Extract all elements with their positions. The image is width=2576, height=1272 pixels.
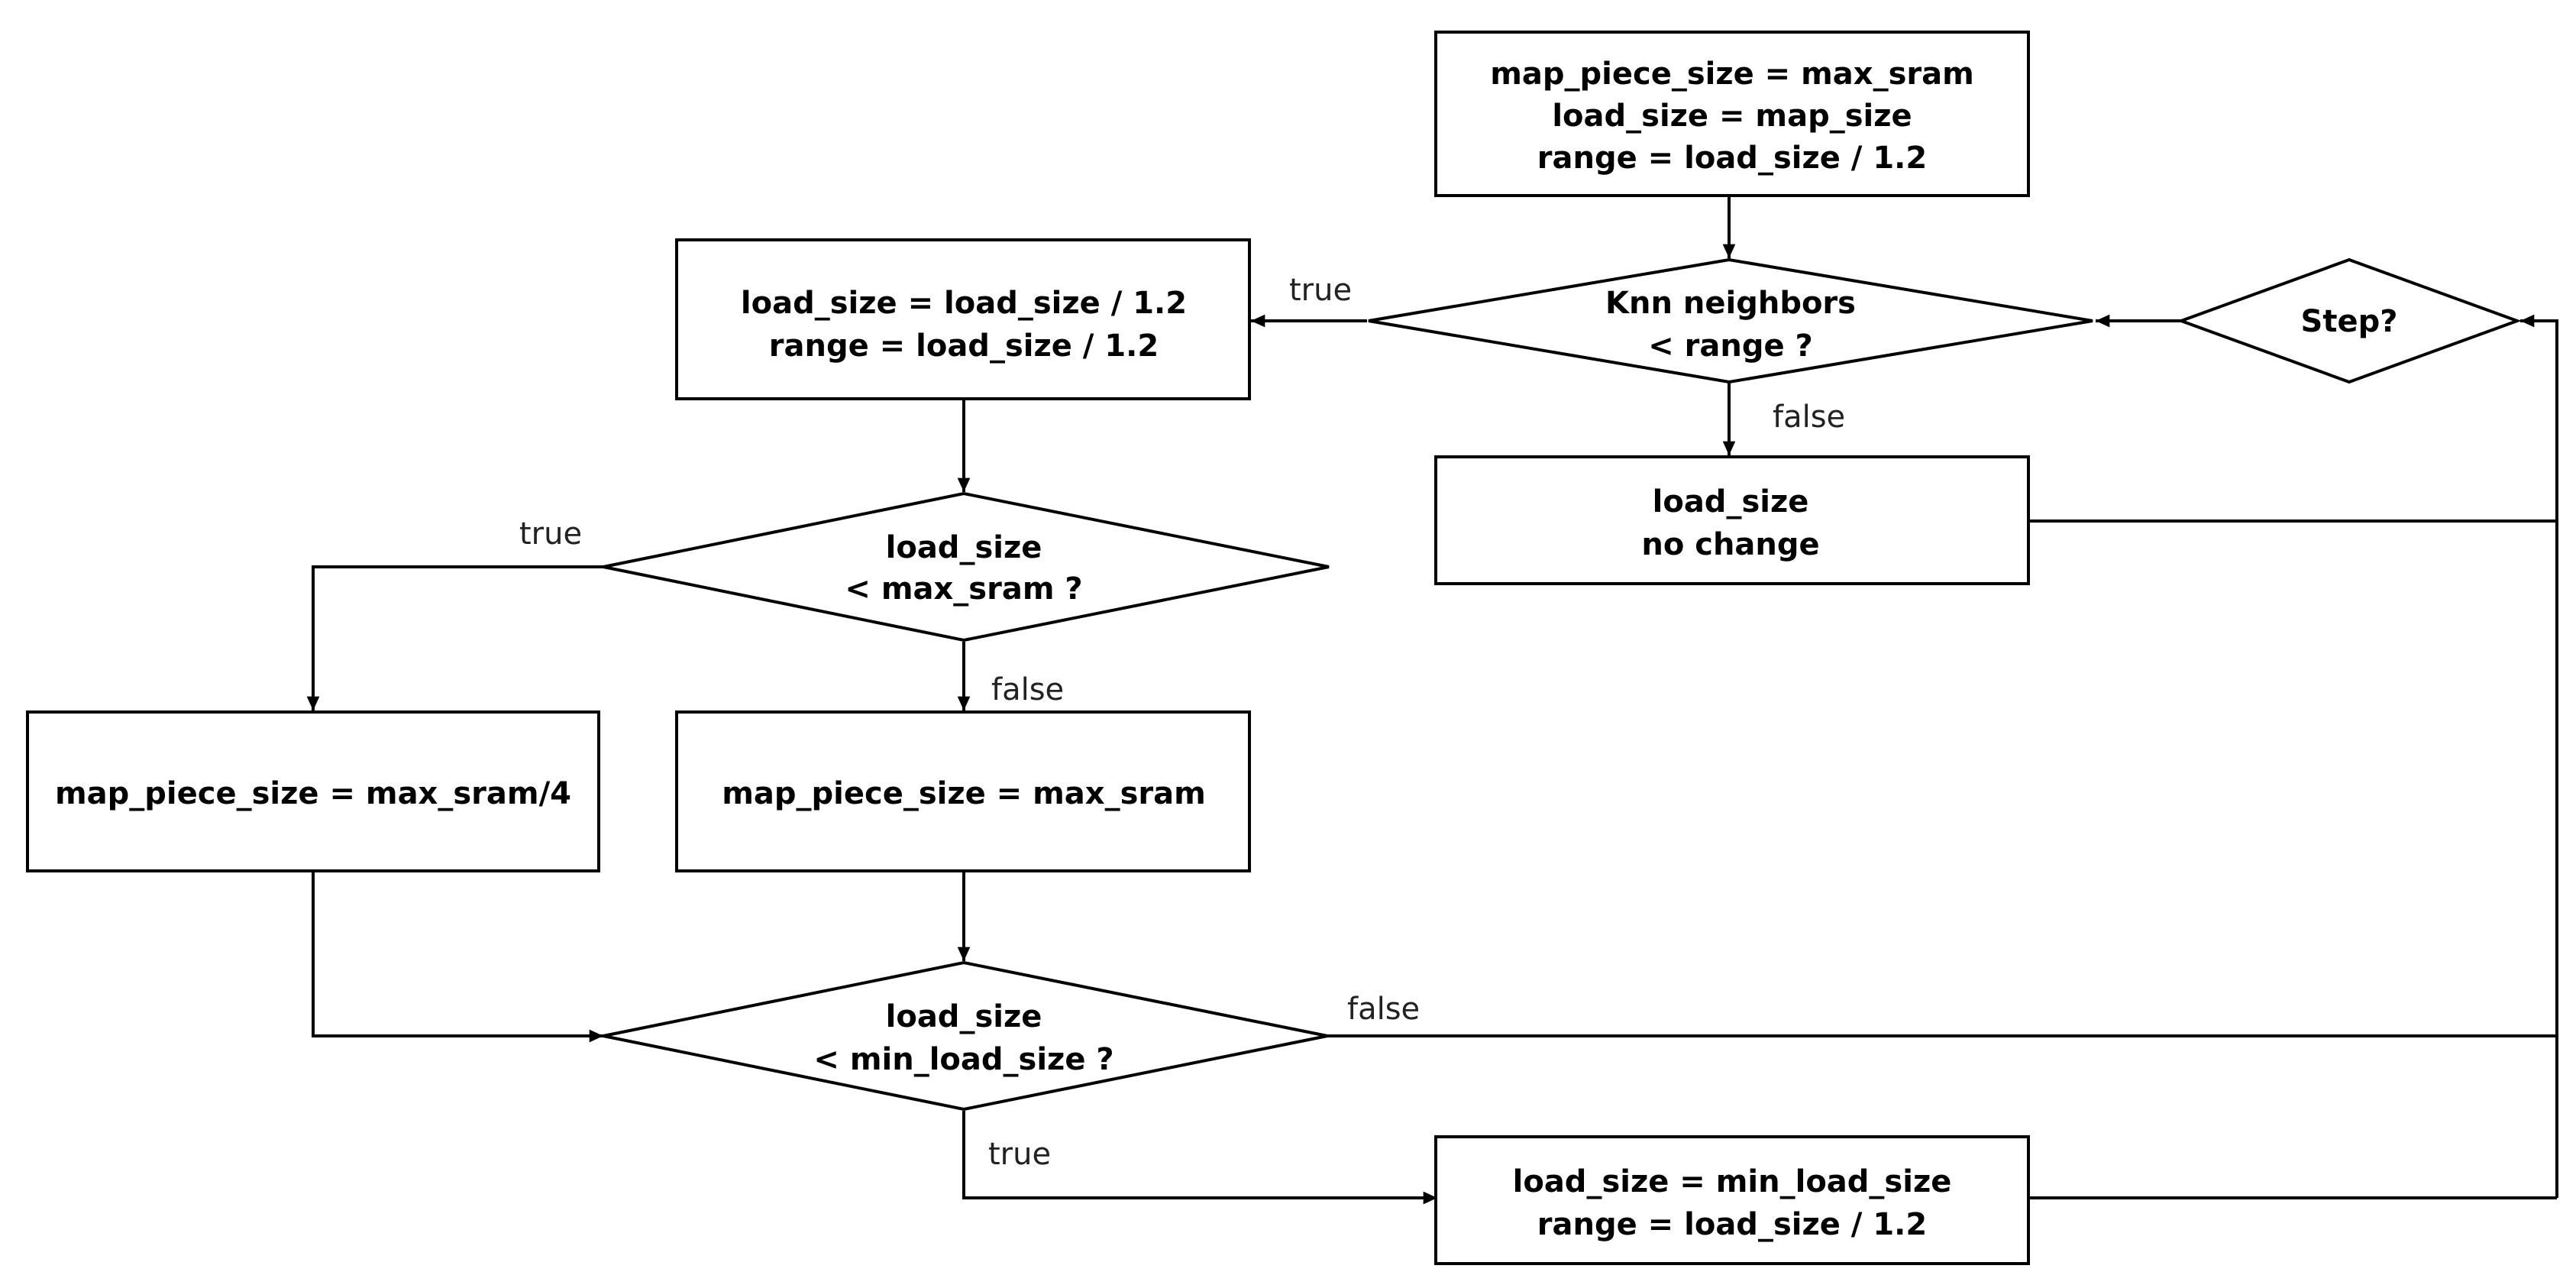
no-change-box: load_size no change [1434,455,2030,585]
init-line-3: range = load_size / 1.2 [1537,141,1927,176]
edge-label-min-false: false [1347,992,1420,1027]
step-label: Step? [2301,304,2398,339]
min-line-1: load_size [886,999,1042,1034]
edge-label-knn-false: false [1773,400,1845,435]
min-load-size-decision: load_size < min_load_size ? [603,960,1328,1112]
knn-line-1: Knn neighbors [1605,286,1856,321]
edge-label-knn-true: true [1289,273,1352,308]
shrink-line-1: load_size = load_size / 1.2 [741,286,1187,321]
shrink-line-2: range = load_size / 1.2 [769,329,1159,364]
map-piece-quarter-box: map_piece_size = max_sram/4 [26,710,600,872]
sram-line-1: load_size [886,530,1042,565]
knn-line-2: < range ? [1648,329,1813,364]
init-box: map_piece_size = max_sram load_size = ma… [1434,31,2030,197]
shrink-load-size-box: load_size = load_size / 1.2 range = load… [675,238,1251,400]
edge-label-sram-true: true [519,516,582,552]
init-line-1: map_piece_size = max_sram [1490,57,1974,92]
step-decision: Step? [2177,257,2522,384]
edge-quarter-to-min-check [312,872,603,1043]
min-line-2: < min_load_size ? [813,1042,1113,1077]
edge-sram-true-to-quarter [306,565,603,710]
sram-line-2: < max_sram ? [845,571,1082,607]
set-min-line-2: range = load_size / 1.2 [1537,1207,1927,1242]
knn-neighbors-decision: Knn neighbors < range ? [1368,257,2093,384]
set-min-load-size-box: load_size = min_load_size range = load_s… [1434,1135,2030,1265]
init-line-2: load_size = map_size [1552,99,1912,134]
quarter-line-1: map_piece_size = max_sram/4 [55,776,571,811]
edge-label-min-true: true [988,1137,1051,1172]
map-piece-full-box: map_piece_size = max_sram [675,710,1251,872]
full-line-1: map_piece_size = max_sram [722,776,1206,811]
edge-label-sram-false: false [991,672,1064,707]
set-min-line-1: load_size = min_load_size [1513,1164,1952,1199]
edge-loop-rail-to-step [2520,314,2558,1198]
no-change-line-2: no change [1641,527,1819,562]
no-change-line-1: load_size [1653,484,1809,519]
max-sram-decision: load_size < max_sram ? [603,491,1330,642]
edge-min-true-to-set-min [962,1111,1437,1205]
